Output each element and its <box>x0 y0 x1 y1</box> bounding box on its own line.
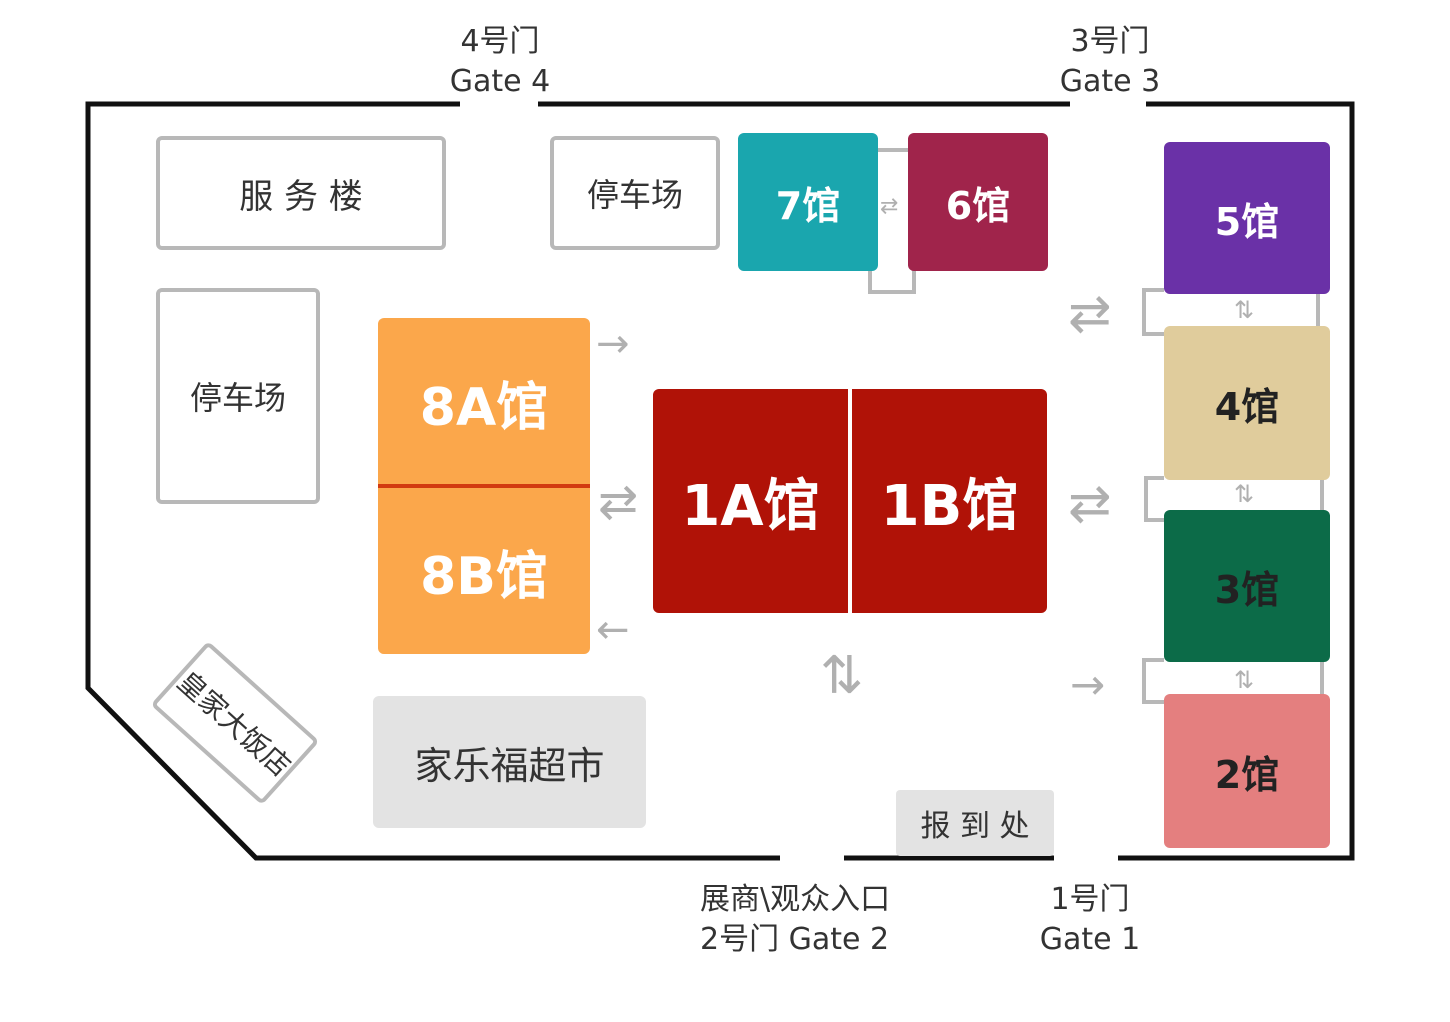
hall-8-divider <box>378 484 590 488</box>
arrow-exchange-1-3: ⇄ <box>1068 474 1112 534</box>
hall-7: 7馆 <box>738 133 878 271</box>
hall-3: 3馆 <box>1164 510 1330 662</box>
service-building-label: 服 务 楼 <box>239 176 363 217</box>
gate-4-cn: 4号门 <box>460 24 540 59</box>
carrefour: 家乐福超市 <box>373 696 646 828</box>
hall-1a: 1A馆 <box>653 389 848 613</box>
hall-1b-label: 1B馆 <box>880 473 1019 539</box>
gate-2-label: 展商\观众入口 2号门 Gate 2 <box>700 880 920 960</box>
connector-5-4 <box>1142 288 1320 336</box>
gate-1-cn: 1号门 <box>1050 882 1130 917</box>
gate-1-en: Gate 1 <box>1039 922 1141 957</box>
carrefour-label: 家乐福超市 <box>414 743 605 788</box>
hall-1a-label: 1A馆 <box>681 473 820 539</box>
gate-4-label: 4号门 Gate 4 <box>440 22 560 102</box>
arrow-exchange-8-1: ⇄ <box>598 474 639 530</box>
arrow-right-2: → <box>1070 660 1106 709</box>
arrow-left-8b: ← <box>596 607 630 653</box>
hall-7-label: 7馆 <box>775 183 841 228</box>
registration-label: 报 到 处 <box>920 809 1030 844</box>
hall-2: 2馆 <box>1164 694 1330 848</box>
hall-4-label: 4馆 <box>1214 384 1280 429</box>
gate-3-en: Gate 3 <box>1059 64 1161 99</box>
hall-6: 6馆 <box>908 133 1048 271</box>
parking-top: 停车场 <box>550 136 720 250</box>
parking-left-label: 停车场 <box>189 379 286 417</box>
arrow-exchange-7-6: ⇄ <box>880 194 899 219</box>
hall-8a: 8A馆 <box>378 318 590 486</box>
gate-3-cn: 3号门 <box>1070 24 1150 59</box>
arrow-exchange-3-2: ⇅ <box>1234 666 1255 694</box>
parking-left: 停车场 <box>156 288 320 504</box>
hall-2-label: 2馆 <box>1214 752 1280 797</box>
hall-5: 5馆 <box>1164 142 1330 294</box>
service-building: 服 务 楼 <box>156 136 446 250</box>
connector-3-2 <box>1142 658 1324 704</box>
gate-4-en: Gate 4 <box>449 64 551 99</box>
registration-desk: 报 到 处 <box>896 790 1054 856</box>
arrow-right-8a: → <box>596 321 630 367</box>
gate-3-label: 3号门 Gate 3 <box>1050 22 1170 102</box>
gate-2-en: 2号门 Gate 2 <box>700 922 890 957</box>
arrow-exchange-vertical-1: ⇅ <box>820 646 864 706</box>
hall-8a-label: 8A馆 <box>419 377 549 438</box>
top-wall-left <box>85 101 780 861</box>
arrow-exchange-1-5: ⇄ <box>1068 284 1112 344</box>
arrow-exchange-5-4: ⇅ <box>1234 296 1255 324</box>
gate-1-label: 1号门 Gate 1 <box>1030 880 1150 960</box>
parking-top-label: 停车场 <box>586 176 683 214</box>
hall-1b: 1B馆 <box>852 389 1047 613</box>
hall-6-label: 6馆 <box>945 183 1011 228</box>
hall-1-divider <box>848 389 852 613</box>
hall-8b: 8B馆 <box>378 488 590 654</box>
hall-4: 4馆 <box>1164 326 1330 480</box>
right-wall <box>1118 101 1355 861</box>
hall-3-label: 3馆 <box>1214 567 1280 612</box>
hall-5-label: 5馆 <box>1214 199 1280 244</box>
gate-2-cn: 展商\观众入口 <box>700 882 891 917</box>
arrow-exchange-4-3: ⇅ <box>1234 480 1255 508</box>
hall-8b-label: 8B馆 <box>420 546 548 607</box>
